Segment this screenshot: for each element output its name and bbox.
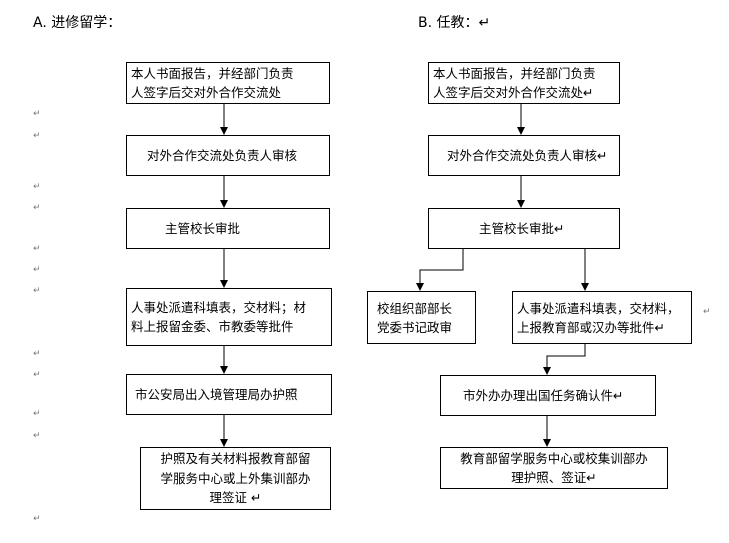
- box-line: 教育部留学服务中心或校集训部办: [460, 451, 648, 466]
- paragraph-mark: ↵: [33, 514, 41, 524]
- paragraph-mark: ↵: [33, 203, 41, 213]
- box-text: 主管校长审批: [165, 221, 241, 236]
- flow-a-step4-box: 人事处派遣科填表，交材料；材 料上报留金委、市教委等批件: [126, 288, 332, 346]
- paragraph-mark: ↵: [33, 370, 41, 380]
- paragraph-mark: ↵: [33, 182, 41, 192]
- flow-a-step1-box: 本人书面报告，并经部门负责 人签字后交对外合作交流处: [126, 62, 330, 104]
- box-text: 市外办办理出国任务确认件↵: [463, 388, 624, 403]
- box-line: 人事处派遣科填表，交材料，: [517, 300, 680, 316]
- box-line: 人签字后交对外合作交流处↵: [433, 85, 594, 100]
- paragraph-mark: ↵: [33, 349, 41, 359]
- arrow-b4: [543, 344, 586, 375]
- flow-b-step6-box: 教育部留学服务中心或校集训部办 理护照、签证↵: [440, 447, 668, 489]
- box-line: 上报教育部或汉办等批件↵: [517, 319, 665, 335]
- box-line: 理护照、签证↵: [511, 470, 597, 485]
- paragraph-mark: ↵: [33, 131, 41, 141]
- box-line: 理签证 ↵: [209, 490, 262, 505]
- flow-b-step5-box: 市外办办理出国任务确认件↵: [440, 375, 656, 416]
- box-line: 人签字后交对外合作交流处: [131, 85, 282, 100]
- heading-a: A. 进修留学：: [33, 15, 122, 31]
- box-line: 本人书面报告，并经部门负责: [131, 66, 294, 81]
- flow-b-step3-box: 主管校长审批↵: [428, 208, 620, 249]
- flow-b-step2-box: 对外合作交流处负责人审核↵: [428, 135, 620, 176]
- heading-b: B. 任教：↵: [418, 15, 491, 31]
- paragraph-mark: ↵: [33, 286, 41, 296]
- box-text: 主管校长审批↵: [479, 221, 565, 236]
- flow-a-step3-box: 主管校长审批: [126, 208, 330, 249]
- flow-a-step6-box: 护照及有关材料报教育部留 学服务中心或上外集训部办 理签证 ↵: [140, 447, 331, 510]
- paragraph-mark: ↵: [33, 244, 41, 254]
- box-text: 市公安局出入境管理局办护照: [135, 387, 298, 402]
- flow-a-step2-box: 对外合作交流处负责人审核: [126, 135, 330, 176]
- flow-b-step4b-box: 人事处派遣科填表，交材料， 上报教育部或汉办等批件↵: [512, 291, 692, 344]
- flow-a-step5-box: 市公安局出入境管理局办护照: [126, 374, 332, 415]
- box-line: 校组织部部长: [377, 300, 453, 316]
- box-line: 学服务中心或上外集训部办: [160, 470, 311, 486]
- arrow-b3-left: [416, 249, 464, 291]
- flow-b-step4a-box: 校组织部部长 党委书记政审: [367, 291, 476, 344]
- paragraph-mark: ↵: [703, 307, 711, 317]
- box-line: 人事处派遣科填表，交材料；材: [131, 300, 307, 315]
- box-line: 党委书记政审: [377, 319, 453, 335]
- paragraph-mark: ↵: [33, 109, 41, 119]
- box-line: 护照及有关材料报教育部留: [160, 451, 311, 466]
- paragraph-mark: ↵: [33, 409, 41, 419]
- paragraph-mark: ↵: [33, 265, 41, 275]
- box-line: 料上报留金委、市教委等批件: [131, 319, 294, 334]
- paragraph-mark: ↵: [33, 431, 41, 441]
- box-line: 本人书面报告，并经部门负责: [433, 66, 596, 81]
- box-text: 对外合作交流处负责人审核↵: [447, 148, 608, 163]
- flow-b-step1-box: 本人书面报告，并经部门负责 人签字后交对外合作交流处↵: [428, 62, 620, 104]
- box-text: 对外合作交流处负责人审核: [147, 148, 298, 163]
